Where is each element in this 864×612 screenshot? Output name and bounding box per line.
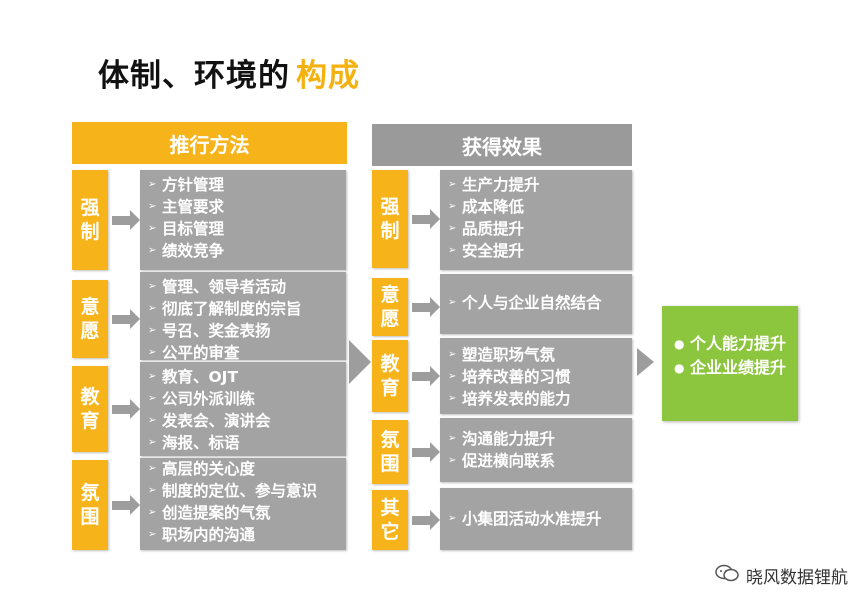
list-item: 培养改善的习惯 [448,366,624,388]
title-main: 体制、环境的 [98,58,290,94]
item-box: 个人与企业自然结合 [440,274,632,334]
row-tag-char: 愿 [80,320,100,342]
list-item: 沟通能力提升 [448,428,624,450]
list-item: 高层的关心度 [148,458,338,480]
item-box: 小集团活动水准提升 [440,488,632,550]
row-tag: 氛围 [372,420,408,484]
item-list: 管理、领导者活动彻底了解制度的宗旨号召、奖金表扬公平的审查 [148,276,338,360]
item-box: 塑造职场气氛培养改善的习惯培养发表的能力 [440,338,632,414]
list-item: 号召、奖金表扬 [148,320,338,342]
row-tag: 强制 [372,170,408,268]
list-item: 公平的审查 [148,342,338,360]
list-item: 彻底了解制度的宗旨 [148,298,338,320]
page-title: 体制、环境的构成 [98,50,360,95]
item-box: 教育、OJT公司外派训练发表会、演讲会海报、标语 [140,362,346,456]
row-tag-char: 氛 [80,482,100,504]
item-list: 塑造职场气氛培养改善的习惯培养发表的能力 [448,344,624,410]
row-tag-char: 教 [380,353,400,375]
list-item: 安全提升 [448,240,624,262]
item-list: 高层的关心度制度的定位、参与意识创造提案的气氛职场内的沟通 [148,458,338,546]
list-item: 创造提案的气氛 [148,502,338,524]
right-arrow-icon [112,399,140,419]
list-item: 目标管理 [148,218,338,240]
row-tag: 教育 [372,340,408,412]
list-item: 职场内的沟通 [148,524,338,546]
list-item: 促进横向联系 [448,450,624,472]
list-item: 制度的定位、参与意识 [148,480,338,502]
item-box: 生产力提升成本降低品质提升安全提升 [440,170,632,270]
list-item: 个人与企业自然结合 [448,292,624,314]
row-tag-char: 氛 [380,429,400,451]
list-item: 海报、标语 [148,432,338,454]
row-tag-char: 它 [380,521,400,543]
right-arrow-icon [412,366,440,386]
list-item: 塑造职场气氛 [448,344,624,366]
row-tag: 其它 [372,490,408,550]
item-box: 管理、领导者活动彻底了解制度的宗旨号召、奖金表扬公平的审查 [140,272,346,360]
list-item: 管理、领导者活动 [148,276,338,298]
result-arrow-icon [637,348,654,376]
item-box: 方针管理主管要求目标管理绩效竞争 [140,170,346,270]
list-item: 主管要求 [148,196,338,218]
list-item: 品质提升 [448,218,624,240]
item-list: 沟通能力提升促进横向联系 [448,428,624,472]
right-arrow-icon [412,297,440,317]
row-tag: 氛围 [72,460,108,550]
row-tag-char: 围 [380,453,400,475]
watermark-text: 晓风数据锂航 [746,568,848,588]
list-item: 小集团活动水准提升 [448,508,624,530]
result-list: 个人能力提升企业业绩提升 [674,332,788,380]
list-item: 公司外派训练 [148,388,338,410]
row-tag: 意愿 [372,278,408,336]
right-header: 获得效果 [372,124,632,166]
row-tag: 强制 [72,170,108,270]
right-arrow-icon [112,495,140,515]
row-tag-char: 强 [80,197,100,219]
list-item: 方针管理 [148,174,338,196]
row-tag-char: 育 [80,410,100,432]
right-arrow-icon [112,210,140,230]
list-item: 生产力提升 [448,174,624,196]
right-arrow-icon [112,309,140,329]
row-tag: 教育 [72,366,108,452]
wechat-icon [714,563,740,588]
item-list: 方针管理主管要求目标管理绩效竞争 [148,174,338,262]
right-arrow-icon [412,510,440,530]
row-tag-char: 意 [80,296,100,318]
title-highlight: 构成 [296,58,360,94]
item-list: 小集团活动水准提升 [448,508,624,530]
result-item: 个人能力提升 [674,332,788,356]
row-tag: 意愿 [72,280,108,358]
list-item: 发表会、演讲会 [148,410,338,432]
row-tag-char: 围 [80,506,100,528]
item-list: 生产力提升成本降低品质提升安全提升 [448,174,624,262]
item-box: 高层的关心度制度的定位、参与意识创造提案的气氛职场内的沟通 [140,458,346,550]
row-tag-char: 意 [380,284,400,306]
list-item: 培养发表的能力 [448,388,624,410]
row-tag-char: 愿 [380,308,400,330]
item-box: 沟通能力提升促进横向联系 [440,418,632,482]
watermark: 晓风数据锂航 [714,563,848,588]
result-item: 企业业绩提升 [674,356,788,380]
item-list: 教育、OJT公司外派训练发表会、演讲会海报、标语 [148,366,338,454]
right-arrow-icon [412,442,440,462]
item-list: 个人与企业自然结合 [448,292,624,314]
list-item: 绩效竞争 [148,240,338,262]
row-tag-char: 制 [380,220,400,242]
right-arrow-icon [412,209,440,229]
row-tag-char: 制 [80,221,100,243]
main-right-arrow-icon [349,340,371,384]
list-item: 教育、OJT [148,366,338,388]
row-tag-char: 育 [380,377,400,399]
row-tag-char: 强 [380,196,400,218]
row-tag-char: 其 [380,497,400,519]
left-header: 推行方法 [72,122,347,164]
result-box: 个人能力提升企业业绩提升 [662,306,798,421]
list-item: 成本降低 [448,196,624,218]
row-tag-char: 教 [80,386,100,408]
